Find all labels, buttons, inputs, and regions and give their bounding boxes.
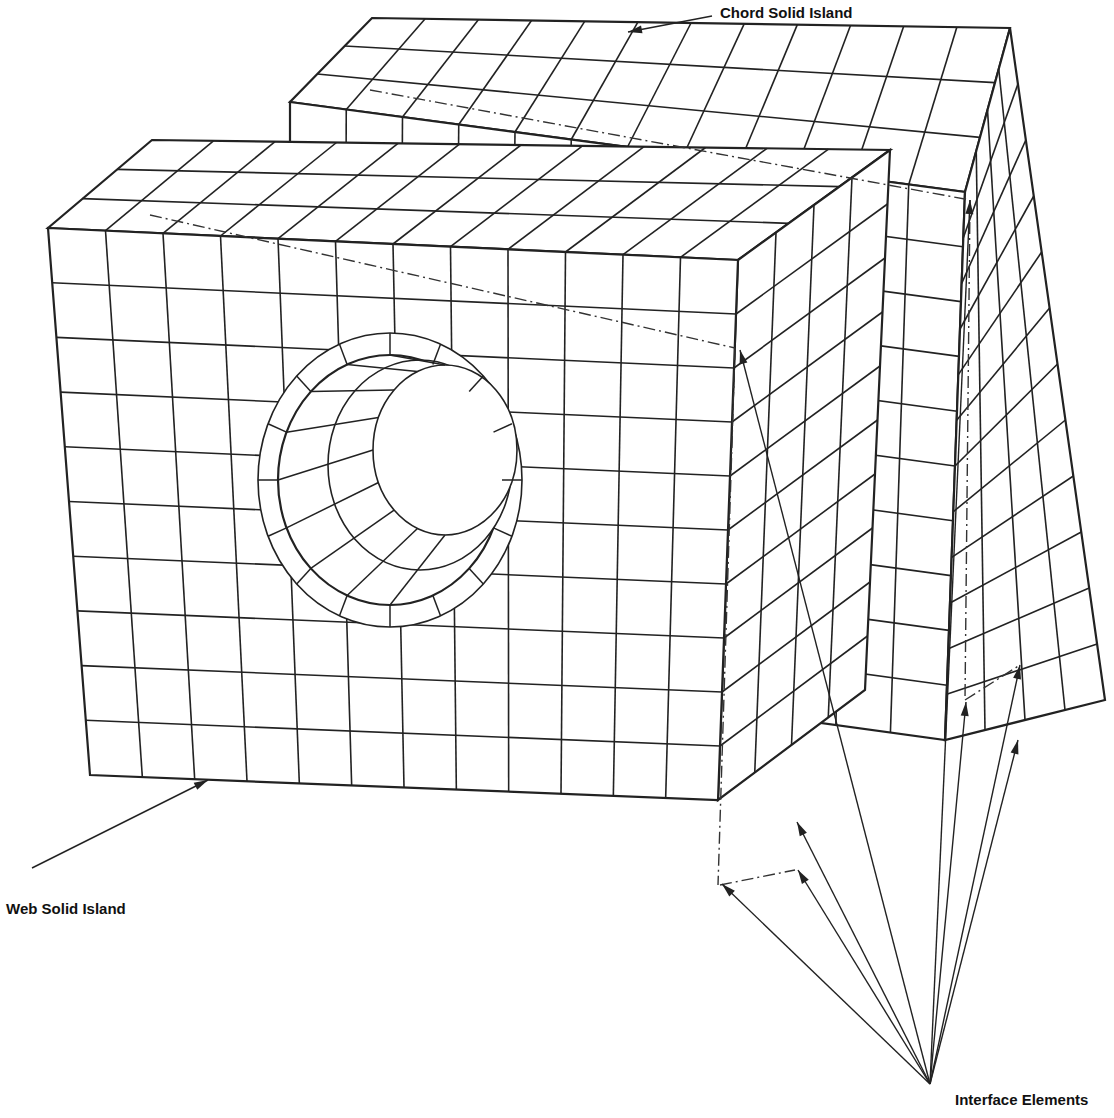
- leader-arrow: [722, 884, 930, 1084]
- leader-arrow: [628, 16, 712, 33]
- mesh-line: [566, 148, 706, 253]
- mesh-line: [347, 529, 417, 596]
- mesh-line: [684, 24, 744, 155]
- mesh-line: [346, 19, 425, 110]
- mesh-line: [502, 479, 522, 481]
- mesh-line: [52, 283, 736, 314]
- mesh-line: [278, 450, 373, 480]
- mesh-line: [493, 528, 511, 536]
- mesh-line: [720, 636, 868, 746]
- mesh-line: [963, 84, 1018, 238]
- mesh-line: [336, 144, 460, 241]
- mesh-line: [287, 417, 379, 432]
- mesh-line: [493, 424, 511, 432]
- mesh-line: [726, 474, 875, 584]
- mesh-line: [950, 532, 1081, 603]
- mesh-line: [393, 145, 521, 244]
- mesh-line: [433, 595, 441, 615]
- face-outline: [945, 28, 1105, 740]
- interface-line: [965, 200, 970, 700]
- mesh-line: [297, 568, 311, 584]
- mesh-line: [469, 376, 483, 392]
- mesh-line: [433, 344, 441, 364]
- mesh-line: [297, 376, 311, 392]
- mesh-line: [390, 535, 445, 605]
- mesh-line: [962, 140, 1026, 283]
- mesh-line: [163, 142, 275, 234]
- mesh-line: [83, 199, 789, 224]
- mesh-line: [508, 147, 644, 250]
- mesh-line: [389, 333, 391, 355]
- part-label: Web Solid Island: [6, 900, 126, 917]
- leader-arrow: [740, 350, 930, 1084]
- mesh-line: [311, 510, 394, 568]
- interface-line: [720, 870, 795, 885]
- mesh-line: [389, 605, 391, 627]
- web-side-face: [718, 150, 890, 800]
- mesh-line: [258, 479, 278, 481]
- mesh-line: [740, 25, 797, 162]
- mesh-line: [948, 588, 1089, 649]
- mesh-line: [86, 720, 720, 746]
- leader-arrow: [930, 200, 973, 1084]
- mesh-line: [347, 365, 417, 372]
- part-label: Chord Solid Island: [720, 4, 853, 21]
- mesh-line: [728, 420, 878, 530]
- mesh-line: [451, 146, 583, 247]
- interface-line: [965, 665, 1020, 700]
- mesh-line: [730, 366, 880, 476]
- leader-arrow: [930, 702, 969, 1084]
- mesh-line: [955, 364, 1058, 466]
- mesh-line: [287, 483, 379, 528]
- face-outline: [48, 228, 738, 800]
- mesh-line: [571, 22, 638, 139]
- web-front-face: [48, 228, 738, 800]
- mesh-line: [736, 204, 888, 314]
- mesh-line: [722, 582, 870, 692]
- mesh-line: [469, 568, 483, 584]
- leader-arrow: [32, 780, 208, 868]
- leader-arrow: [930, 740, 1018, 1084]
- chord-side-face: [945, 28, 1105, 740]
- mesh-line: [953, 420, 1065, 512]
- mesh-line: [339, 595, 347, 615]
- mesh-line: [82, 666, 722, 692]
- leader-arrow: [797, 822, 930, 1084]
- mesh-line: [734, 258, 885, 368]
- interface-line: [370, 90, 970, 200]
- interface-line: [150, 215, 735, 348]
- part-label: Interface Elements: [955, 1091, 1088, 1108]
- mesh-line: [957, 308, 1050, 420]
- mesh-line: [117, 169, 839, 186]
- mesh-line: [268, 528, 286, 536]
- hole: [258, 333, 522, 627]
- mesh-line: [960, 196, 1034, 329]
- leader-arrow: [798, 870, 930, 1084]
- mesh-line: [724, 528, 873, 638]
- mesh-line: [278, 143, 398, 238]
- mesh-line: [947, 644, 1097, 694]
- mesh-line: [345, 46, 995, 83]
- mesh-line: [339, 344, 347, 364]
- mesh-line: [221, 143, 337, 237]
- mesh-line: [952, 476, 1074, 557]
- mesh-line: [390, 355, 445, 365]
- mesh-line: [459, 21, 532, 125]
- leader-arrow: [930, 665, 1021, 1084]
- mesh-line: [268, 424, 286, 432]
- mesh-line: [909, 27, 957, 184]
- interface-line: [718, 348, 735, 885]
- mesh-line: [628, 23, 692, 147]
- mesh-line: [958, 252, 1041, 375]
- mesh-line: [515, 21, 585, 132]
- face-outline: [718, 150, 890, 800]
- mesh-line: [623, 148, 767, 254]
- mesh-line: [311, 390, 394, 392]
